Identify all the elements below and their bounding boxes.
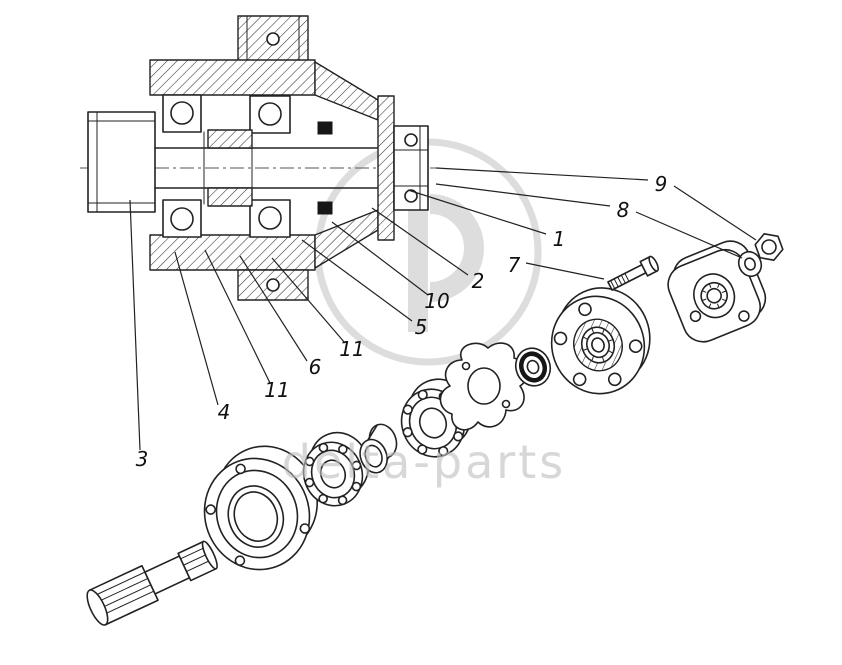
leader-line-11b — [204, 249, 271, 384]
callout-6: 6 — [309, 355, 322, 379]
part-drive-flange — [550, 287, 651, 395]
leader-line-6 — [239, 255, 308, 362]
callout-8: 8 — [617, 198, 630, 222]
cover-bolt-hole — [234, 555, 246, 566]
cover-bore-outer — [227, 485, 285, 548]
part-spacer-bushing — [359, 423, 398, 474]
bearing-ball — [258, 206, 282, 230]
leader-line-1 — [407, 189, 547, 235]
flange-hole — [628, 339, 643, 353]
watermark-text: delta-parts — [282, 435, 566, 489]
part-nut — [754, 233, 784, 262]
coupling-bolt-hole — [689, 310, 702, 323]
callout-11a: 11 — [339, 337, 364, 361]
bearing-bore — [319, 459, 347, 489]
part-bolt — [607, 255, 659, 291]
flange-bolt-hole — [404, 133, 418, 147]
callout-10: 10 — [424, 289, 449, 313]
leader-line-9b — [673, 185, 757, 241]
output-flange — [377, 95, 429, 241]
leader-line-2 — [371, 207, 469, 276]
flange-hole — [553, 331, 568, 346]
leader-line-5 — [301, 239, 413, 322]
leader-line-10 — [331, 221, 429, 296]
shaft-end-block — [87, 111, 156, 213]
coupling-spline-teeth — [701, 283, 727, 309]
seal-upper — [317, 121, 333, 135]
callout-7: 7 — [508, 253, 521, 277]
assembly-shaft — [154, 121, 395, 215]
coupling-bolt-hole — [738, 310, 750, 322]
gear-section-upper — [207, 129, 253, 149]
part-splined-shaft — [86, 540, 218, 626]
leader-line-7 — [525, 262, 605, 280]
callout-5: 5 — [415, 315, 428, 339]
leader-line-8 — [435, 183, 611, 207]
callouts: 9 8 1 7 2 10 5 11 6 11 4 3 — [136, 172, 668, 471]
gasket-hole — [461, 361, 471, 371]
bearing-ball — [170, 101, 194, 125]
watermark-logo-bowl — [429, 194, 484, 302]
bearing-ball — [258, 102, 282, 126]
gear-section-lower — [207, 187, 253, 207]
part-coupling-flange — [667, 240, 767, 343]
flange-bolt-hole — [404, 189, 418, 203]
nut-hex — [754, 233, 784, 262]
callout-1: 1 — [553, 227, 566, 251]
callout-9: 9 — [655, 172, 668, 196]
callout-3: 3 — [136, 447, 149, 471]
cover-bolt-hole — [235, 463, 246, 475]
flange-hole — [607, 372, 622, 387]
main-assembly — [80, 15, 440, 301]
leader-line-8b — [635, 211, 743, 259]
leader-line-11a — [271, 257, 346, 344]
housing-cone-upper — [314, 61, 379, 121]
leader-line-4 — [174, 251, 219, 406]
callout-11b: 11 — [264, 378, 289, 402]
flange-hole — [572, 372, 587, 387]
leader-lines — [129, 167, 757, 451]
gasket-hole — [501, 399, 511, 409]
callout-2: 2 — [472, 269, 485, 293]
bearing-balls — [304, 442, 362, 506]
assembly-bearings — [162, 94, 291, 238]
gasket-center-hole — [467, 367, 501, 405]
housing-lower-wall — [149, 234, 316, 271]
leader-line-3 — [129, 199, 141, 451]
cover-bolt-hole — [299, 523, 311, 534]
bearing-bore — [418, 407, 448, 439]
flange-hole — [578, 302, 592, 317]
top-flange-hole — [266, 32, 280, 46]
shaft-end-face — [86, 589, 109, 626]
cover-bolt-hole — [205, 504, 216, 515]
part-gasket — [439, 342, 528, 431]
callout-4: 4 — [218, 400, 231, 424]
housing-upper-wall — [149, 59, 316, 96]
seal-ring — [518, 351, 548, 383]
part-oil-seal — [514, 347, 552, 387]
part-bearing-cover — [203, 445, 319, 571]
flange-spline-teeth — [583, 328, 613, 362]
bearing-ball — [170, 207, 194, 231]
leader-line-9 — [435, 167, 649, 181]
shaft-end-body — [87, 111, 156, 213]
seal-lower — [317, 201, 333, 215]
exploded-parts — [86, 233, 784, 626]
part-washer — [737, 250, 763, 278]
housing-section — [149, 15, 379, 301]
shaft-head-face — [201, 540, 218, 570]
bottom-flange-hole — [266, 278, 280, 292]
coupling-hub — [693, 273, 736, 319]
cover-bore-inner — [233, 491, 279, 542]
